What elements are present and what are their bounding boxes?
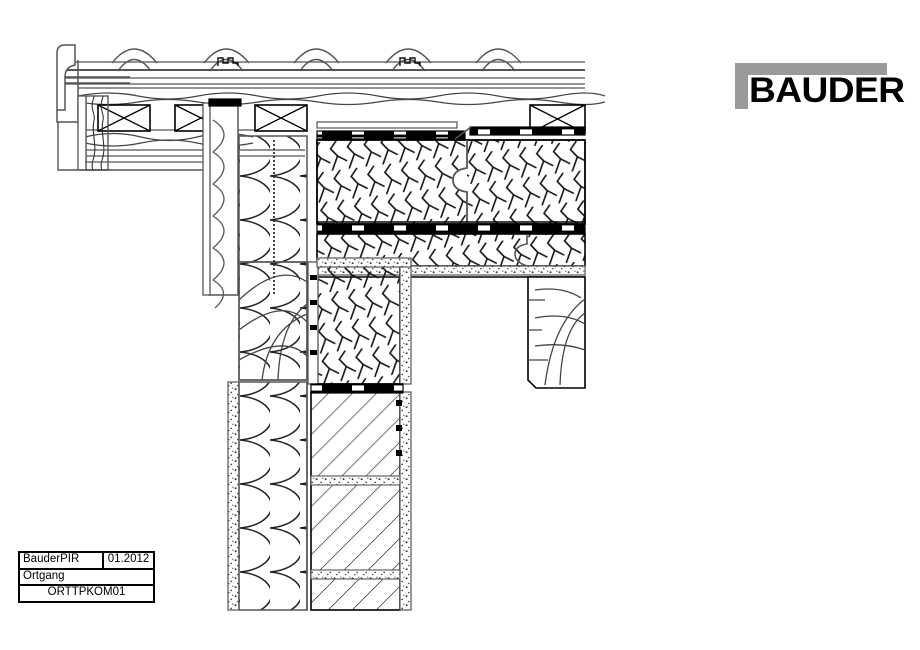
barge-board <box>56 44 130 123</box>
title-block: BauderPIR 01.2012 Ortgang ORTTPKOM01 <box>18 551 155 603</box>
logo-wordmark: BAUDER <box>749 71 905 110</box>
title-block-date: 01.2012 <box>107 553 150 565</box>
verge-upstand-timber <box>202 98 242 309</box>
title-block-row-product: BauderPIR 01.2012 <box>20 553 153 570</box>
logo-bracket-top <box>735 63 887 75</box>
roof-tiles-layer <box>62 48 585 85</box>
title-block-row-detail: Ortgang <box>20 569 153 586</box>
pir-insulation-roof-upper <box>316 121 586 225</box>
title-block-drawing-number: ORTTPKOM01 <box>47 586 126 598</box>
rafter-cut-right <box>527 276 586 389</box>
title-block-row-number: ORTTPKOM01 <box>20 586 153 601</box>
title-block-product: BauderPIR <box>20 553 104 568</box>
bauder-logo: BAUDER <box>735 63 905 111</box>
title-block-detail-name: Ortgang <box>23 569 65 582</box>
left-lower-battens <box>57 122 218 171</box>
logo-bracket-left <box>735 63 748 109</box>
timber-fascia <box>77 95 109 171</box>
lower-wall <box>227 381 412 611</box>
vapour-barrier-mid <box>316 221 586 234</box>
mineral-wool-upper <box>238 135 308 381</box>
pir-insulation-wall <box>307 257 412 393</box>
